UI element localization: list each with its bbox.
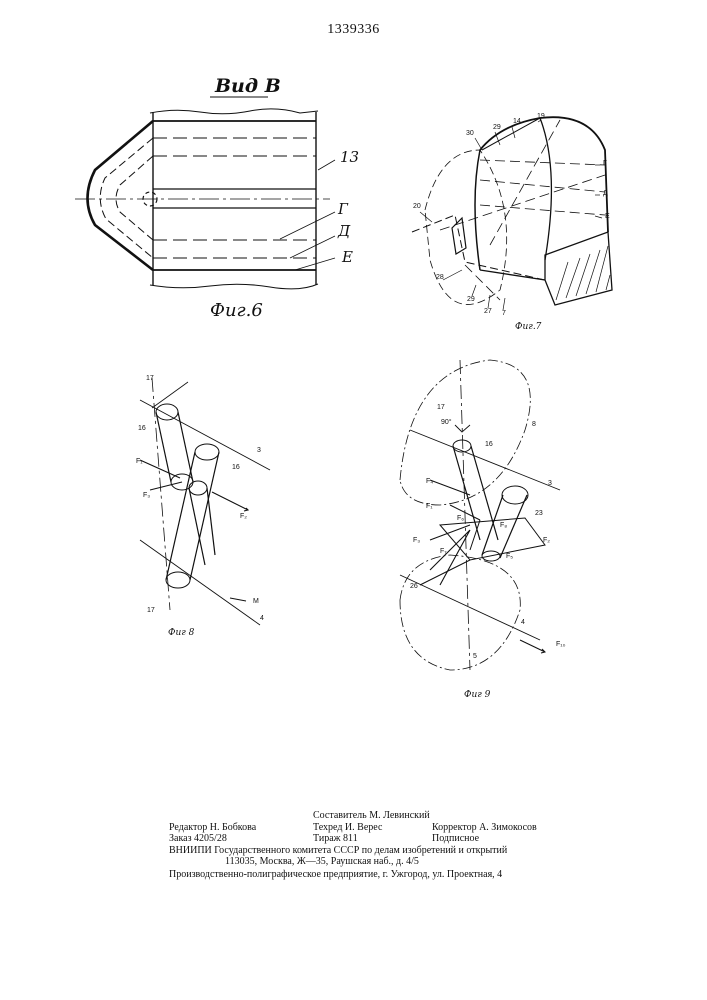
fig8-label-m: M (253, 598, 259, 605)
fig9-label-f7: F₇ (440, 548, 447, 555)
imprint-vniipi: ВНИИПИ Государственного комитета СССР по… (169, 845, 507, 856)
fig7-label-g: Г (603, 160, 607, 167)
fig7-label-27: 27 (484, 308, 492, 315)
fig8-label-3: 3 (257, 447, 261, 454)
fig9-label-f4: F₄ (426, 478, 433, 485)
imprint-circulation: Тираж 811 (313, 833, 358, 844)
fig7-label-19: 19 (537, 113, 545, 120)
fig8-label-f3: F₃ (143, 492, 150, 499)
fig9-label-17: 17 (437, 404, 445, 411)
fig9-label-f8: F₈ (500, 522, 507, 529)
fig7-caption: Фиг.7 (515, 322, 541, 332)
fig6-drawing (75, 97, 335, 289)
fig8-label-f2: F₂ (240, 513, 247, 520)
fig7-label-29b: 29 (467, 296, 475, 303)
fig6-caption: Фиг.6 (210, 300, 263, 321)
fig9-label-16: 16 (485, 441, 493, 448)
fig8-label-4: 4 (260, 615, 264, 622)
fig9-label-90: 90° (441, 419, 452, 426)
fig8-label-17a: 17 (146, 375, 154, 382)
fig7-label-30: 30 (466, 130, 474, 137)
fig9-label-8: 8 (532, 421, 536, 428)
fig6-label-g: Г (338, 200, 348, 218)
imprint-techred: Техред И. Верес (313, 822, 382, 833)
fig6-view-label: Вид В (215, 75, 281, 97)
fig8-drawing (140, 378, 270, 625)
fig8-label-16b: 16 (232, 464, 240, 471)
fig8-label-17b: 17 (147, 607, 155, 614)
fig9-label-4: 4 (521, 619, 525, 626)
imprint-order: Заказ 4205/28 (169, 833, 227, 844)
fig6-label-13: 13 (340, 148, 359, 166)
fig9-label-f1: F₁ (426, 503, 433, 510)
fig7-drawing (412, 117, 612, 310)
imprint-corrector: Корректор А. Зимокосов (432, 822, 537, 833)
fig6-label-e: Е (342, 248, 353, 266)
imprint-editor: Редактор Н. Бобкова (169, 822, 256, 833)
fig9-caption: Фиг 9 (464, 690, 490, 700)
fig8-label-f1: F₁ (136, 458, 143, 465)
imprint-subscription: Подписное (432, 833, 479, 844)
fig8-caption: Фиг 8 (168, 628, 194, 638)
imprint-address: 113035, Москва, Ж—35, Раушская наб., д. … (225, 856, 419, 867)
imprint-printer: Производственно-полиграфическое предприя… (169, 869, 502, 880)
fig7-label-e: Е (605, 213, 610, 220)
fig7-label-7: 7 (502, 310, 506, 317)
fig9-label-5: 5 (473, 653, 477, 660)
fig9-label-f2: F₂ (543, 537, 550, 544)
fig9-label-23: 23 (535, 510, 543, 517)
fig9-label-26: 26 (410, 583, 418, 590)
fig9-label-3: 3 (548, 480, 552, 487)
fig9-label-f6: F₆ (457, 515, 464, 522)
fig9-label-f5: F₅ (506, 553, 513, 560)
fig7-label-28: 28 (436, 274, 444, 281)
fig7-label-14: 14 (513, 118, 521, 125)
fig9-label-f3: F₃ (413, 537, 420, 544)
fig9-label-f10: F₁₀ (556, 641, 566, 648)
fig6-label-d: Д (338, 222, 350, 240)
fig7-label-d: Д (603, 190, 608, 197)
imprint-compiler: Составитель М. Левинский (313, 810, 430, 821)
fig8-label-16a: 16 (138, 425, 146, 432)
fig7-label-29a: 29 (493, 124, 501, 131)
fig7-label-20: 20 (413, 203, 421, 210)
